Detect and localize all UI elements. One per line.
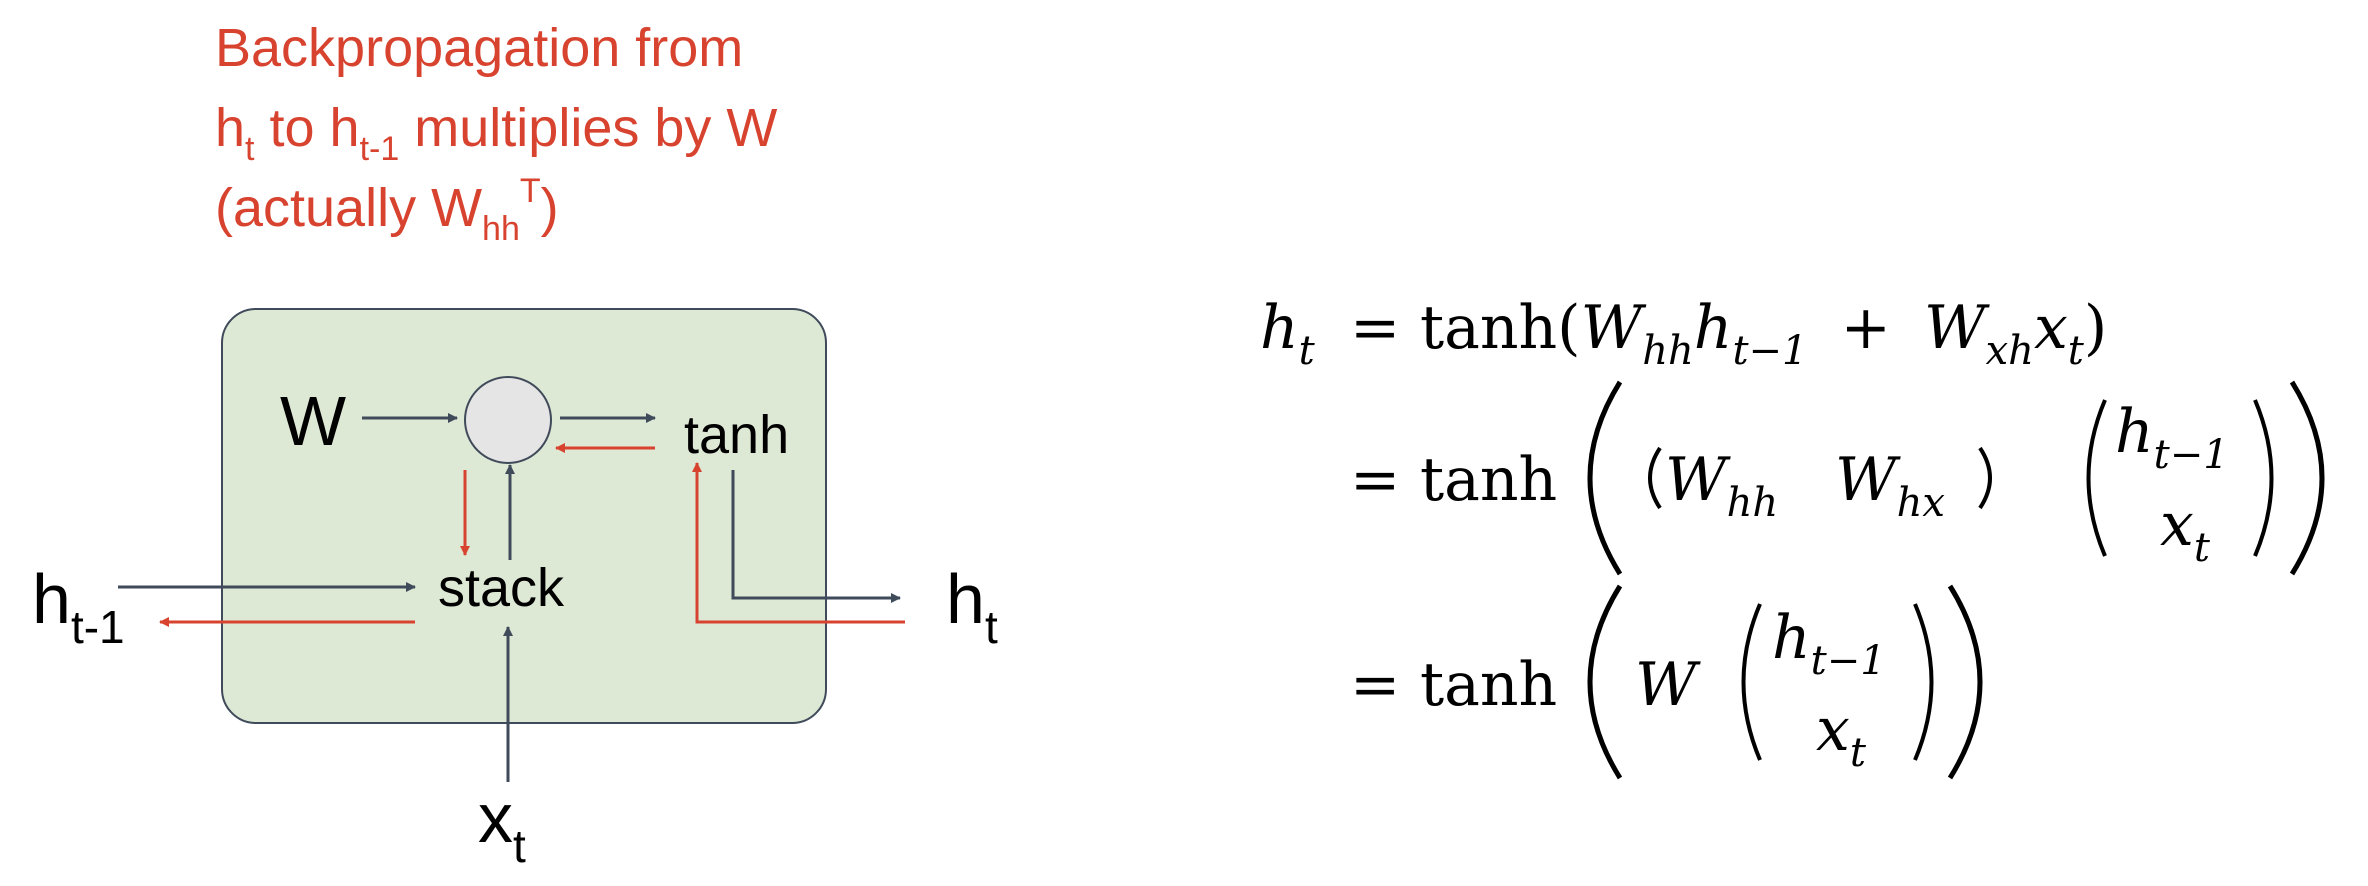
equation-line-2-big-paren-left xyxy=(1587,380,1623,576)
caption-line-2: ht to ht-1 multiplies by W xyxy=(215,98,778,168)
equation-line-3-col-bottom: xt xyxy=(1816,695,1867,776)
caption-line-3: (actually WhhT) xyxy=(215,172,559,248)
equation-line-2-big-paren-right xyxy=(2289,380,2325,576)
equation-line-2-col-paren-right xyxy=(2253,399,2274,557)
equation-line-2-eq: = xyxy=(1350,445,1400,515)
equation-line-2-row-paren-right xyxy=(1978,446,1992,510)
h-out-label: ht xyxy=(946,560,998,653)
equation-line-3-col-paren-right xyxy=(1913,603,1934,761)
stack-label: stack xyxy=(438,558,565,618)
equation-line-2-row-paren-left xyxy=(1648,446,1662,510)
equation-line-2-fn: tanh xyxy=(1420,445,1557,515)
caption: Backpropagation from ht to ht-1 multipli… xyxy=(215,8,777,248)
equation-line-3-fn: tanh xyxy=(1420,650,1557,720)
equation-line-3-eq: = xyxy=(1350,650,1400,720)
equation-line-3-big-paren-right xyxy=(1947,584,1983,780)
backprop-hout-to-tanh xyxy=(692,462,905,624)
x-in-label: xt xyxy=(478,779,526,872)
equation-line-3-w: W xyxy=(1635,650,1701,720)
equation-line-3-col-paren-left xyxy=(1741,603,1762,761)
equation-line-1: ht = tanh(Whhht−1 + Wxhxt) xyxy=(1260,293,2107,379)
equation-line-2-col-paren-left xyxy=(2086,399,2107,557)
rnn-cell-box xyxy=(221,308,827,724)
equations: ht = tanh(Whhht−1 + Wxhxt) = tanh Whh Wh… xyxy=(1260,293,2325,780)
arrow-tanh-to-hout xyxy=(731,470,901,603)
equation-line-2-row-vector: Whh Whx xyxy=(1665,445,1945,531)
caption-line-1: Backpropagation from xyxy=(215,18,744,78)
equation-line-3-col-top: ht−1 xyxy=(1772,603,1886,684)
tanh-label: tanh xyxy=(684,405,789,465)
multiply-node xyxy=(464,376,552,464)
w-label: W xyxy=(280,382,346,460)
equation-line-3-big-paren-left xyxy=(1587,584,1623,780)
h-prev-label: ht-1 xyxy=(32,560,125,653)
equation-line-2-col-top: ht−1 xyxy=(2115,397,2229,478)
equation-line-2-col-bottom: xt xyxy=(2160,490,2211,571)
